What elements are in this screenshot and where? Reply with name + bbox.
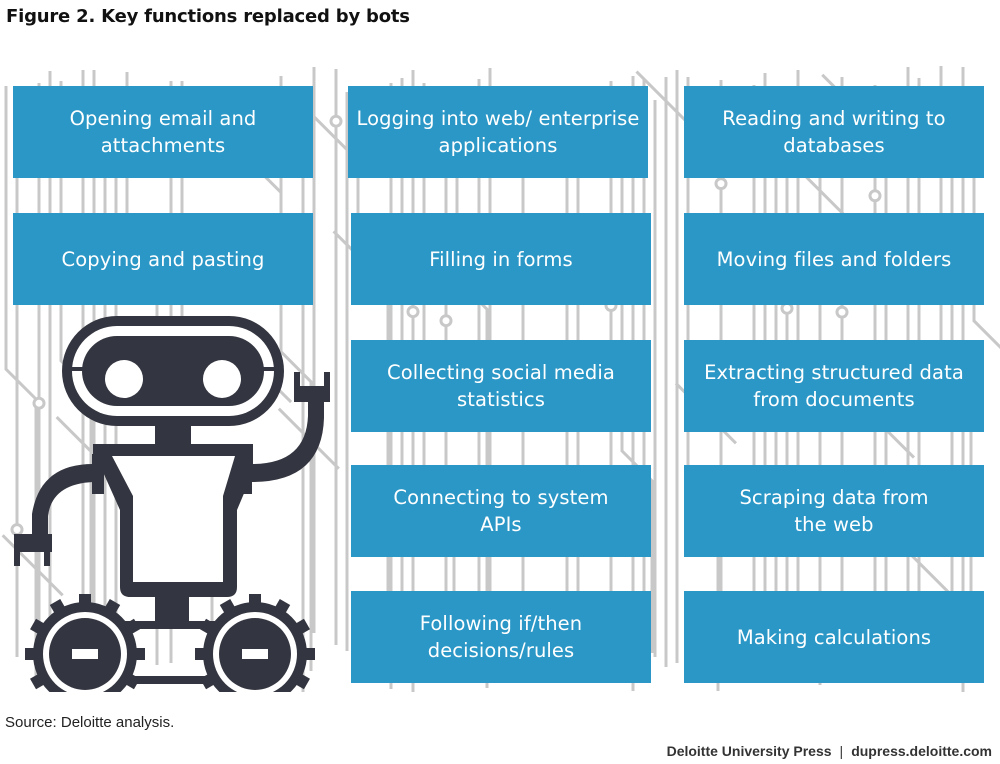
publisher-credit: Deloitte University Press | dupress.deloit… bbox=[667, 743, 992, 759]
circuit-node bbox=[868, 189, 882, 203]
function-box: Filling in forms bbox=[351, 213, 651, 305]
function-box: Reading and writing to databases bbox=[684, 86, 984, 178]
circuit-node bbox=[714, 177, 728, 191]
function-box: Moving files and folders bbox=[684, 213, 984, 305]
function-label: Reading and writing to databases bbox=[722, 107, 946, 157]
function-label: Making calculations bbox=[736, 625, 932, 649]
function-box: Opening email and attachments bbox=[13, 86, 313, 178]
wheel-tooth bbox=[249, 594, 261, 606]
publisher-name: Deloitte University Press bbox=[666, 743, 832, 759]
circuit-trace bbox=[972, 88, 1000, 349]
function-label: Collecting social media statistics bbox=[387, 361, 615, 411]
function-box: Copying and pasting bbox=[13, 213, 313, 305]
diagram-area: Opening email and attachments Logging in… bbox=[0, 64, 1000, 692]
wheel-tooth bbox=[200, 618, 217, 636]
function-label: Following if/then decisions/rules bbox=[419, 612, 583, 662]
circuit-node bbox=[835, 305, 849, 319]
function-label: Filling in forms bbox=[429, 247, 573, 271]
wheel-tooth bbox=[195, 648, 207, 660]
function-box: Following if/then decisions/rules bbox=[351, 591, 651, 683]
wheel-tooth bbox=[303, 648, 315, 660]
wheel-tooth bbox=[293, 672, 310, 690]
wheel-tooth bbox=[219, 599, 237, 616]
wheel-tooth bbox=[49, 599, 67, 616]
source-note: Source: Deloitte analysis. bbox=[5, 714, 175, 731]
function-label: Opening email and attachments bbox=[69, 107, 257, 157]
function-label: Connecting to system APIs bbox=[393, 486, 609, 536]
figure-title: Figure 2. Key functions replaced by bots bbox=[6, 6, 410, 27]
function-box: Connecting to system APIs bbox=[351, 465, 651, 557]
wheel-tooth bbox=[79, 594, 91, 606]
wheel-tooth bbox=[123, 618, 140, 636]
publisher-site: dupress.deloitte.com bbox=[851, 743, 992, 759]
wheel-tooth bbox=[30, 618, 47, 636]
wheel-tooth bbox=[200, 672, 217, 690]
wheel-tooth bbox=[30, 672, 47, 690]
wheel-tooth bbox=[273, 599, 291, 616]
circuit-trace bbox=[1, 534, 64, 597]
function-label: Scraping data from the web bbox=[739, 486, 929, 536]
wheel-tooth bbox=[103, 599, 121, 616]
function-label: Extracting structured data from document… bbox=[704, 361, 964, 411]
function-box: Collecting social media statistics bbox=[351, 340, 651, 432]
function-box: Logging into web/ enterprise application… bbox=[348, 86, 648, 178]
function-box: Making calculations bbox=[684, 591, 984, 683]
wheel-tooth bbox=[133, 648, 145, 660]
function-box: Extracting structured data from document… bbox=[684, 340, 984, 432]
circuit-node bbox=[439, 314, 453, 328]
function-label: Logging into web/ enterprise application… bbox=[356, 107, 640, 157]
wheel-tooth bbox=[25, 648, 37, 660]
credit-separator: | bbox=[839, 743, 844, 759]
wheel-tooth bbox=[293, 618, 310, 636]
circuit-node bbox=[32, 396, 46, 410]
function-label: Copying and pasting bbox=[61, 247, 265, 271]
function-box: Scraping data from the web bbox=[684, 465, 984, 557]
robot-icon bbox=[14, 316, 330, 692]
circuit-node bbox=[406, 305, 420, 319]
wheel-tooth bbox=[123, 672, 140, 690]
circuit-node bbox=[329, 114, 343, 128]
function-label: Moving files and folders bbox=[716, 247, 952, 271]
